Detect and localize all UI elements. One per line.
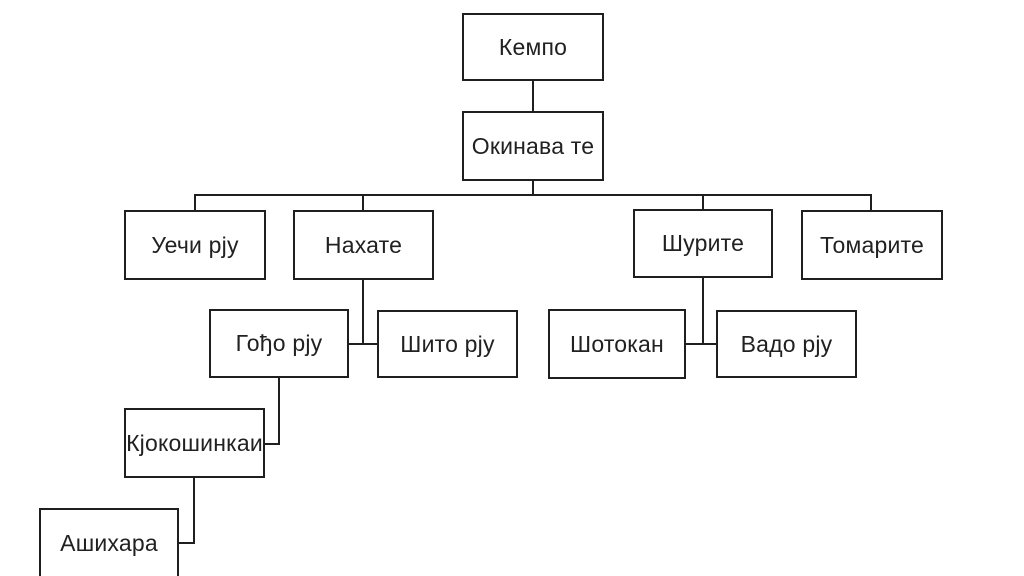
- node-shotokan-label: Шотокан: [570, 330, 664, 357]
- node-ashihara: Ашихара: [39, 508, 179, 576]
- node-shurite: Шурите: [633, 209, 773, 278]
- connector-shurite-down: [702, 278, 704, 345]
- node-ashihara-label: Ашихара: [60, 529, 158, 556]
- node-tomarite: Томарите: [801, 210, 943, 280]
- connector-okinavate-stub: [532, 181, 534, 196]
- connector-kempo-okinavate: [532, 81, 534, 113]
- node-godjo-rju-label: Гођо рју: [235, 330, 323, 356]
- node-shurite-label: Шурите: [661, 230, 745, 256]
- node-kjokoshinkai-label: Кјокошинкаи: [126, 429, 263, 456]
- node-kempo-label: Кемпо: [498, 33, 568, 60]
- node-kjokoshinkai: Кјокошинкаи: [124, 408, 265, 478]
- node-nahate-label: Нахате: [324, 231, 403, 258]
- node-uechi-rju-label: Уечи рју: [151, 231, 239, 258]
- connector-godjo-down: [278, 378, 280, 445]
- connector-kjokoshinkai-down: [193, 478, 195, 544]
- node-okinava-te-label: Окинава те: [471, 132, 595, 159]
- node-vado-rju-label: Вадо рју: [740, 330, 833, 357]
- connector-drop-tomarite: [870, 194, 872, 211]
- connector-drop-uechi: [194, 194, 196, 211]
- node-shito-rju: Шито рју: [377, 310, 518, 378]
- connector-godjo-shito: [349, 343, 377, 345]
- connector-nahate-down: [362, 280, 364, 345]
- node-shito-rju-label: Шито рју: [400, 330, 495, 357]
- node-vado-rju: Вадо рју: [716, 310, 857, 378]
- node-tomarite-label: Томарите: [820, 231, 924, 258]
- connector-ashihara-stub: [179, 542, 195, 544]
- node-godjo-rju: Гођо рју: [209, 309, 349, 378]
- node-nahate: Нахате: [293, 210, 434, 280]
- connector-drop-nahate: [362, 194, 364, 211]
- node-uechi-rju: Уечи рју: [124, 210, 266, 280]
- connector-kjokoshinkai-stub: [265, 443, 280, 445]
- node-kempo: Кемпо: [462, 13, 604, 81]
- connector-drop-shurite: [702, 194, 704, 210]
- connector-shotokan-vado: [686, 343, 716, 345]
- connector-rail-row3: [194, 194, 872, 196]
- node-okinava-te: Окинава те: [462, 111, 604, 181]
- node-shotokan: Шотокан: [548, 309, 686, 379]
